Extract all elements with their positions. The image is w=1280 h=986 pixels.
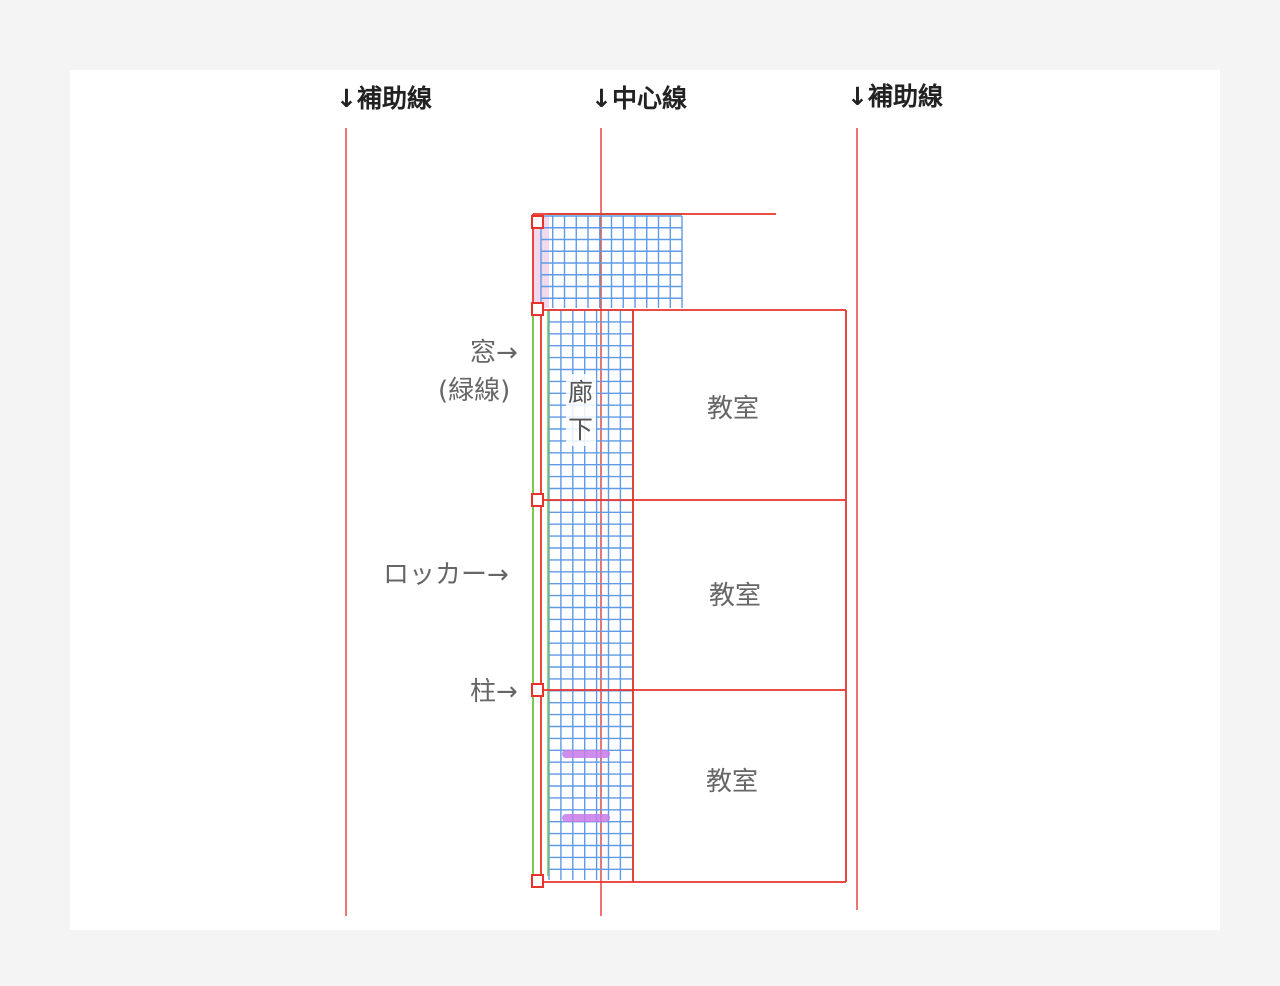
classroom-label-2: 教室 [709,581,761,611]
pillars [531,215,544,888]
pillar [531,215,544,229]
locker-annotation: ロッカー→ [383,560,509,590]
hallway-label-bg [566,374,596,446]
hallway-label-line1: 廊 [568,378,593,407]
window-annotation: 窓→ [470,338,518,368]
left-guide-label: ↓補助線 [336,84,432,113]
pillar [531,683,544,697]
pillar [531,874,544,888]
center-guide-label: ↓中心線 [591,84,687,113]
upper-hallway-grid [540,215,683,308]
classroom-label-3: 教室 [706,767,758,797]
window-annotation-note: (緑線) [438,376,510,406]
pillar [531,493,544,507]
pillar [531,302,544,316]
classroom-label-1: 教室 [707,394,759,424]
pillar-annotation: 柱→ [470,677,518,707]
hallway-label-line2: 下 [568,415,593,444]
right-guide-label: ↓補助線 [847,82,943,111]
walls [532,213,847,883]
hallway-grid [548,309,632,880]
